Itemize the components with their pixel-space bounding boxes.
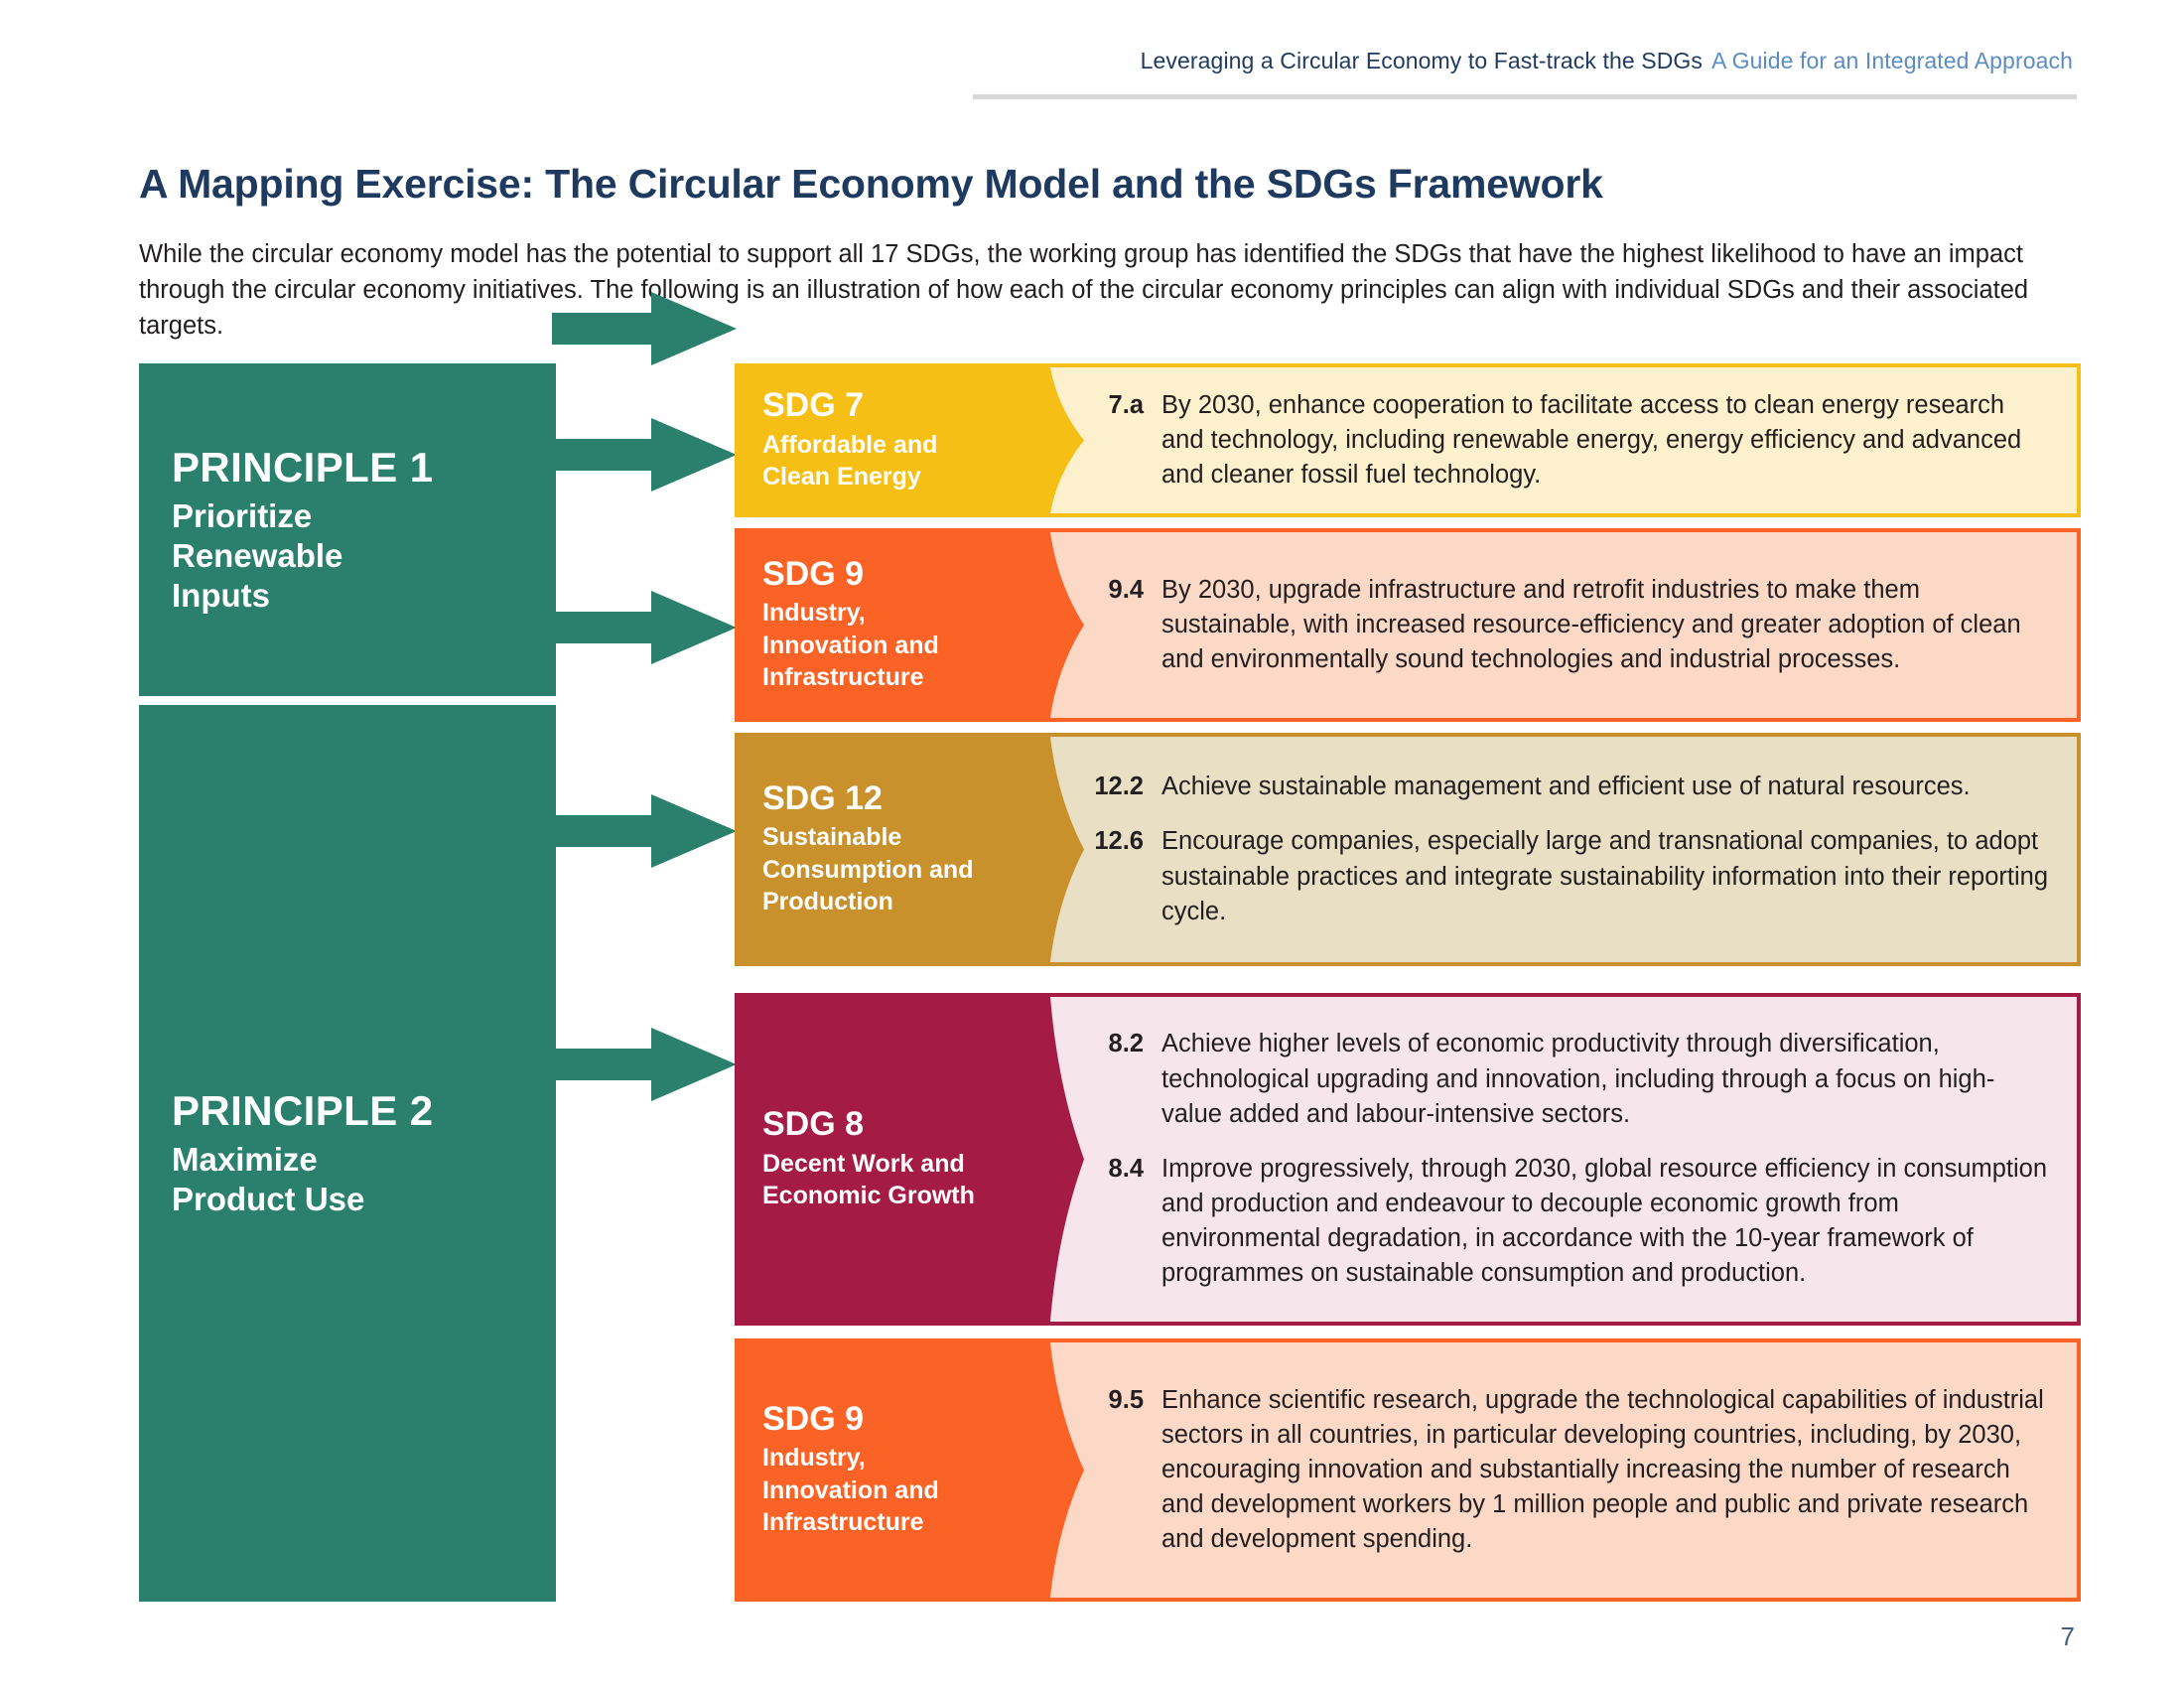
sdg-target-text: By 2030, enhance cooperation to facilita… [1161,390,2022,490]
principle-block-2: PRINCIPLE 2 Maximize Product Use [139,705,556,1602]
sdg-target-number: 8.4 [1108,1154,1144,1183]
sdg-name: Decent Work and Economic Growth [762,1149,975,1210]
sdg-label-block: SDG 9 Industry, Innovation and Infrastruc… [739,1342,1084,1598]
sdg-chevron-icon [1040,737,1084,962]
principle-heading: PRINCIPLE 1 [172,443,434,491]
sdg-target: 9.5 Enhance scientific research, upgrade … [1088,1383,2051,1558]
sdg-target: 8.2 Achieve higher levels of economic pro… [1088,1027,2051,1132]
sdg-name: Affordable and Clean Energy [762,430,938,492]
sdg-target-number: 9.4 [1108,575,1144,604]
sdg-target: 12.6 Encourage companies, especially larg… [1088,824,2051,929]
sdg-target-number: 9.5 [1108,1385,1144,1414]
sdg-target: 12.2 Achieve sustainable management and e… [1088,770,2051,804]
sdg-chevron-icon [1040,997,1084,1322]
sdg-target: 8.4 Improve progressively, through 2030, … [1088,1152,2051,1292]
arrow-stem [552,612,655,643]
sdg-target: 7.a By 2030, enhance cooperation to facil… [1088,388,2051,493]
document-header: Leveraging a Circular Economy to Fast-tr… [1141,48,2073,74]
flow-arrow-icon [552,418,737,492]
sdg-chevron-icon [1040,367,1084,513]
header-subtitle: A Guide for an Integrated Approach [1711,48,2073,73]
header-title: Leveraging a Circular Economy to Fast-tr… [1140,48,1703,73]
sdg-target-number: 12.6 [1094,827,1144,856]
sdg-target-text: By 2030, upgrade infrastructure and retr… [1161,575,2021,674]
sdg-row: SDG 9 Industry, Innovation and Infrastruc… [735,1338,2081,1602]
arrow-head [651,591,737,664]
sdg-chevron-icon [1040,1342,1084,1598]
arrow-stem [552,313,655,345]
sdg-name: Sustainable Consumption and Production [762,823,974,916]
intro-paragraph: While the circular economy model has the… [139,239,2029,340]
sdg-chevron-icon [1040,532,1084,718]
sdg-targets-list: 9.4 By 2030, upgrade infrastructure and r… [1040,532,2077,718]
sdg-targets-list: 9.5 Enhance scientific research, upgrade … [1040,1342,2077,1598]
flow-arrow-icon [552,1028,737,1101]
principle-heading: PRINCIPLE 2 [172,1086,434,1134]
principle-subtitle: Maximize Product Use [172,1140,365,1218]
sdg-targets-list: 8.2 Achieve higher levels of economic pro… [1040,997,2077,1322]
sdg-name: Industry, Innovation and Infrastructure [762,1444,939,1537]
arrow-stem [552,815,655,847]
page-title: A Mapping Exercise: The Circular Economy… [139,161,1603,208]
sdg-target-number: 12.2 [1094,773,1144,801]
sdg-number: SDG 9 [762,1400,865,1439]
sdg-target-number: 7.a [1108,390,1144,419]
sdg-number: SDG 7 [762,386,865,425]
sdg-name: Industry, Innovation and Infrastructure [762,599,939,692]
arrow-head [651,418,737,492]
arrow-head [651,292,737,365]
sdg-targets-list: 12.2 Achieve sustainable management and e… [1040,737,2077,962]
arrow-stem [552,1049,655,1080]
header-divider [973,94,2077,99]
sdg-target-text: Achieve higher levels of economic produc… [1161,1030,1995,1128]
principle-block-1: PRINCIPLE 1 Prioritize Renewable Inputs [139,363,556,696]
sdg-number: SDG 12 [762,779,883,818]
flow-arrow-icon [552,591,737,664]
principle-subtitle: Prioritize Renewable Inputs [172,496,343,615]
arrow-stem [552,439,655,471]
flow-arrow-icon [552,292,737,365]
sdg-label-block: SDG 9 Industry, Innovation and Infrastruc… [739,532,1084,718]
sdg-target-number: 8.2 [1108,1030,1144,1058]
sdg-row: SDG 9 Industry, Innovation and Infrastruc… [735,528,2081,722]
sdg-label-block: SDG 7 Affordable and Clean Energy [739,367,1084,513]
sdg-target-text: Improve progressively, through 2030, glo… [1161,1154,2048,1288]
page-number: 7 [2060,1621,2075,1651]
sdg-target-text: Enhance scientific research, upgrade the… [1161,1385,2044,1554]
sdg-label-block: SDG 8 Decent Work and Economic Growth [739,997,1084,1322]
arrow-head [651,1028,737,1101]
sdg-row: SDG 7 Affordable and Clean Energy 7.a By 20… [735,363,2081,517]
sdg-row: SDG 8 Decent Work and Economic Growth 8.2 A… [735,993,2081,1326]
sdg-targets-list: 7.a By 2030, enhance cooperation to facil… [1040,367,2077,513]
flow-arrow-icon [552,794,737,868]
sdg-row: SDG 12 Sustainable Consumption and Produc… [735,733,2081,966]
sdg-number: SDG 9 [762,555,865,594]
sdg-number: SDG 8 [762,1105,865,1144]
sdg-target-text: Achieve sustainable management and effic… [1161,773,1971,801]
sdg-target: 9.4 By 2030, upgrade infrastructure and r… [1088,573,2051,678]
sdg-target-text: Encourage companies, especially large an… [1161,827,2048,925]
arrow-head [651,794,737,868]
sdg-label-block: SDG 12 Sustainable Consumption and Produc… [739,737,1084,962]
